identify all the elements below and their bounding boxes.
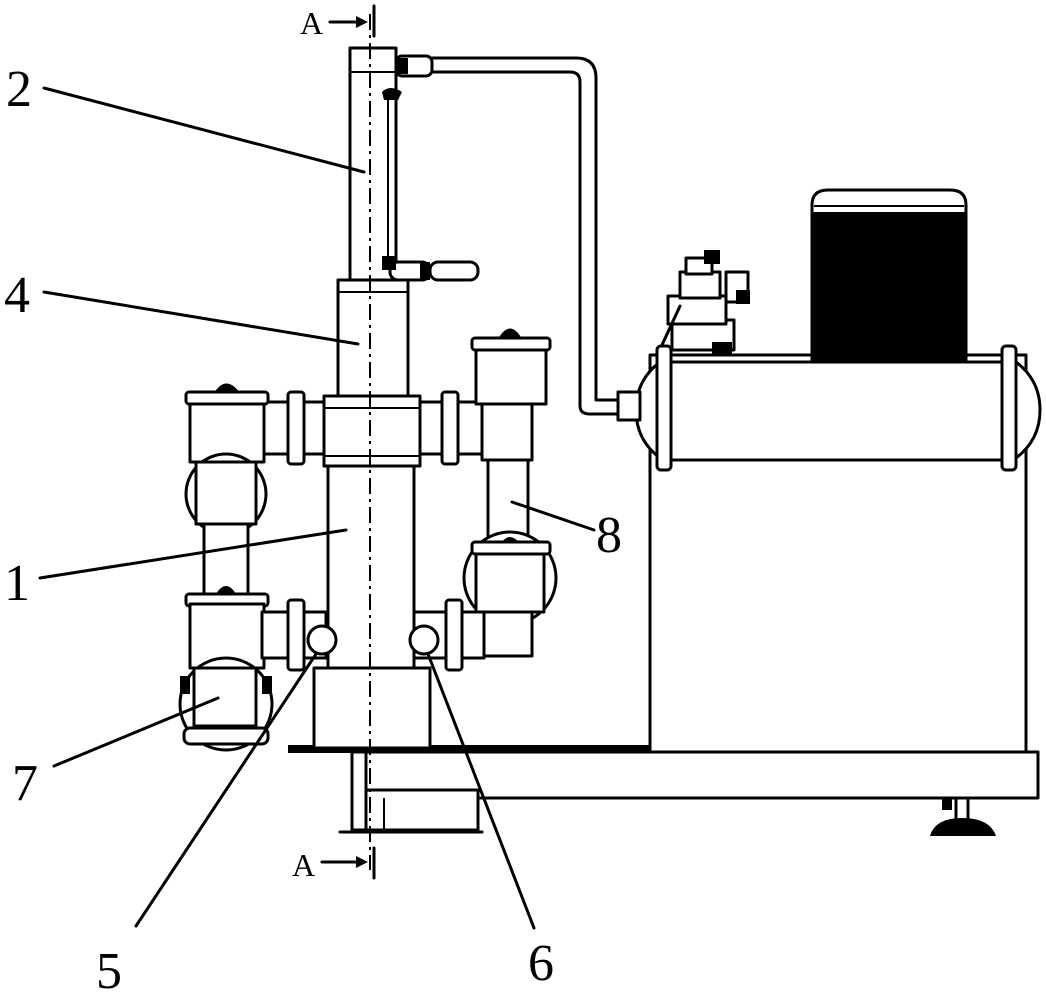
section-label-bottom: A <box>292 847 315 883</box>
leader-lines <box>38 86 596 930</box>
horizontal-cylinder <box>616 344 1042 472</box>
right-pump-branch <box>412 328 558 672</box>
section-mark-top: A <box>300 4 376 41</box>
part-labels: 2 4 1 7 5 6 8 <box>4 61 622 996</box>
part-label-1: 1 <box>4 555 30 612</box>
base-frame <box>288 745 1040 834</box>
part-label-8: 8 <box>596 507 622 564</box>
part-label-5: 5 <box>96 943 122 996</box>
level-gauge <box>382 88 480 282</box>
main-column <box>312 14 432 870</box>
motor <box>810 188 968 362</box>
leveling-foot <box>930 796 996 836</box>
part-label-6: 6 <box>528 935 554 992</box>
left-pump-branch <box>178 383 328 752</box>
top-valve-assembly <box>660 250 750 354</box>
connection-circles <box>306 624 440 656</box>
overhead-pipe <box>394 54 620 416</box>
part-label-7: 7 <box>12 755 38 812</box>
part-label-4: 4 <box>4 267 30 324</box>
section-label-top: A <box>300 5 323 41</box>
part-label-2: 2 <box>6 61 32 118</box>
section-mark-bottom: A <box>292 846 376 883</box>
